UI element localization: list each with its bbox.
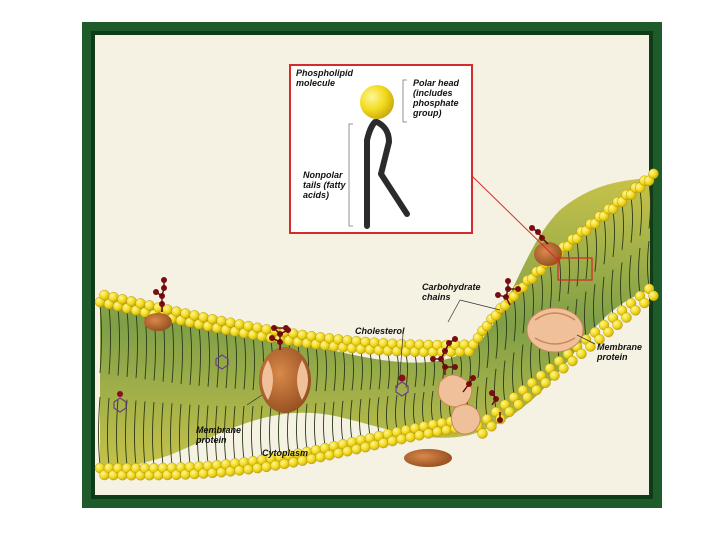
label-polar-head: Polar head (includes phosphate group) xyxy=(413,78,459,118)
label-phospholipid: Phospholipid molecule xyxy=(296,68,353,88)
label-cholesterol: Cholesterol xyxy=(355,326,405,336)
zoom-connector-line xyxy=(472,176,560,262)
label-membrane-protein-left: Membrane protein xyxy=(196,425,241,445)
protein-bottom-shape xyxy=(404,449,452,467)
label-membrane-protein-right: Membrane protein xyxy=(597,342,642,362)
label-nonpolar-tails: Nonpolar tails (fatty acids) xyxy=(303,170,346,200)
label-carbohydrate-chains: Carbohydrate chains xyxy=(422,282,481,302)
membrane-protein-right-shape xyxy=(527,308,583,352)
membrane-protein-left-shape xyxy=(259,347,311,413)
label-cytoplasm: Cytoplasm xyxy=(262,448,308,458)
surface-protein-left-shape xyxy=(144,313,172,331)
